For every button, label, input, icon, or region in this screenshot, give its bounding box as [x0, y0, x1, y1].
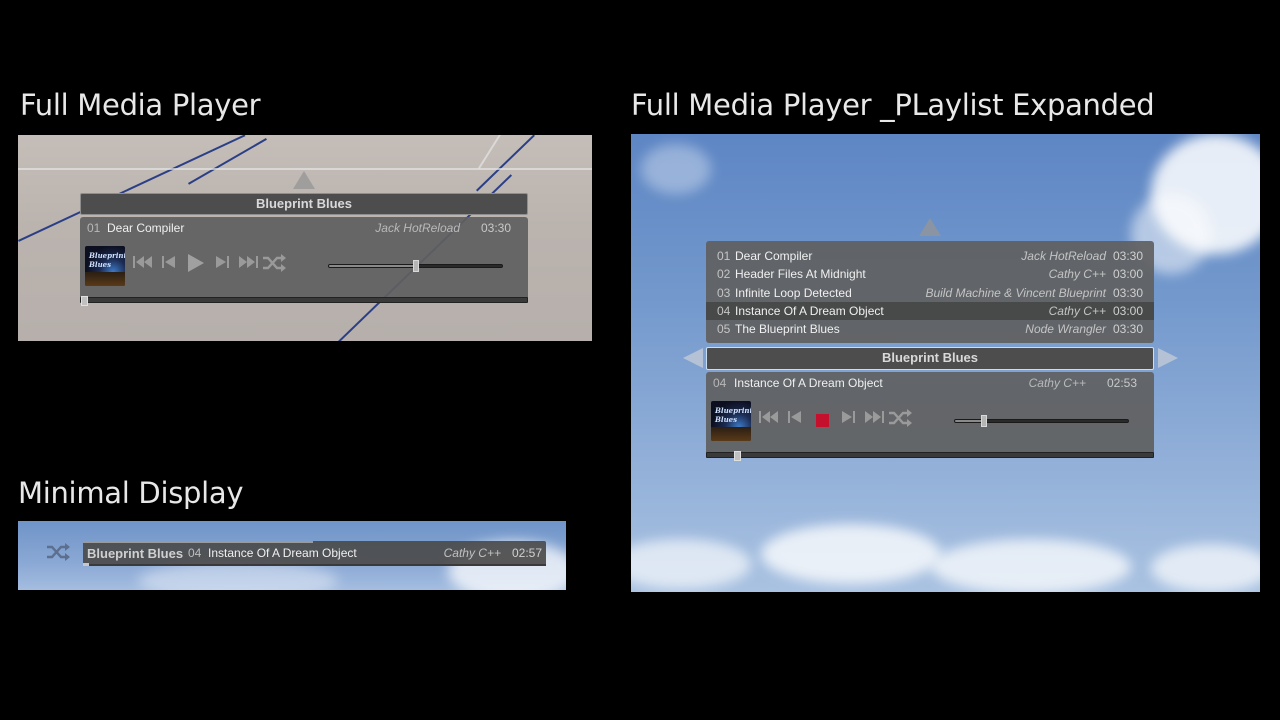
- section-title-expanded-player: Full Media Player _PLaylist Expanded: [631, 88, 1155, 122]
- section-title-full-player: Full Media Player: [20, 88, 261, 122]
- cloud: [641, 144, 711, 194]
- next-album-arrow[interactable]: [1158, 348, 1178, 368]
- track-progress-handle[interactable]: [81, 296, 88, 306]
- shuffle-icon[interactable]: [888, 409, 912, 427]
- album-header[interactable]: Blueprint Blues: [706, 347, 1154, 370]
- track-progress-handle[interactable]: [734, 451, 741, 461]
- collapse-playlist-arrow[interactable]: [919, 218, 941, 236]
- track-number: 04: [713, 376, 727, 390]
- album-art: Blueprint Blues: [711, 401, 751, 441]
- shuffle-icon[interactable]: [262, 254, 286, 272]
- playlist-item[interactable]: 01 Dear Compiler Jack HotReload 03:30: [717, 249, 1143, 263]
- track-time: 02:57: [511, 546, 542, 560]
- floor-line: [476, 135, 535, 192]
- full-player-preview: Blueprint Blues 01 Dear Compiler Jack Ho…: [18, 135, 592, 341]
- track-title: Instance Of A Dream Object: [208, 546, 357, 560]
- next-icon[interactable]: [210, 255, 234, 269]
- playlist-item[interactable]: 03 Infinite Loop Detected Build Machine …: [717, 286, 1143, 300]
- previous-icon[interactable]: [783, 410, 807, 424]
- skip-to-start-icon[interactable]: [757, 410, 781, 424]
- skip-to-end-icon[interactable]: [862, 410, 886, 424]
- playlist-item[interactable]: 02 Header Files At Midnight Cathy C++ 03…: [717, 267, 1143, 281]
- previous-icon[interactable]: [157, 255, 181, 269]
- track-number: 01: [87, 221, 101, 235]
- track-artist: Cathy C++: [443, 546, 501, 560]
- expanded-player-preview: 01 Dear Compiler Jack HotReload 03:30 02…: [631, 134, 1260, 592]
- track-time: 02:53: [1106, 376, 1137, 390]
- cloud: [931, 539, 1131, 592]
- cloud: [1151, 544, 1260, 592]
- volume-slider[interactable]: [328, 260, 503, 272]
- cloud: [631, 539, 751, 589]
- floor-seam: [18, 168, 592, 170]
- track-title: Dear Compiler: [107, 221, 185, 235]
- volume-slider[interactable]: [954, 415, 1129, 427]
- player-body: 01 Dear Compiler Jack HotReload 03:30 Bl…: [80, 217, 528, 303]
- track-number: 04: [188, 546, 202, 560]
- skip-to-start-icon[interactable]: [131, 255, 155, 269]
- track-progress-bar[interactable]: [706, 451, 1154, 461]
- previous-album-arrow[interactable]: [683, 348, 703, 368]
- now-playing-row: 01 Dear Compiler Jack HotReload 03:30: [80, 217, 528, 239]
- album-name: Blueprint Blues: [87, 546, 184, 561]
- playlist-item[interactable]: 05 The Blueprint Blues Node Wrangler 03:…: [717, 322, 1143, 336]
- track-progress-bar[interactable]: [80, 296, 528, 306]
- track-time: 03:30: [480, 221, 511, 235]
- album-header[interactable]: Blueprint Blues: [80, 193, 528, 215]
- playlist: 01 Dear Compiler Jack HotReload 03:30 02…: [706, 241, 1154, 343]
- playlist-item-selected[interactable]: 04 Instance Of A Dream Object Cathy C++ …: [706, 302, 1154, 320]
- volume-slider-handle[interactable]: [981, 415, 987, 427]
- album-art: Blueprint Blues: [85, 246, 125, 286]
- minimal-display-preview: Blueprint Blues 04 Instance Of A Dream O…: [18, 521, 566, 590]
- now-playing-row: 04 Instance Of A Dream Object Cathy C++ …: [706, 372, 1154, 394]
- skip-to-end-icon[interactable]: [236, 255, 260, 269]
- floor-line: [188, 138, 267, 185]
- track-artist: Cathy C++: [1028, 376, 1086, 390]
- next-icon[interactable]: [836, 410, 860, 424]
- player-body: 04 Instance Of A Dream Object Cathy C++ …: [706, 372, 1154, 458]
- play-icon[interactable]: [183, 253, 207, 273]
- track-artist: Jack HotReload: [375, 221, 460, 235]
- expand-playlist-arrow[interactable]: [293, 171, 315, 189]
- stop-icon[interactable]: [816, 414, 829, 427]
- track-title: Instance Of A Dream Object: [734, 376, 883, 390]
- volume-slider-handle[interactable]: [413, 260, 419, 272]
- cloud: [761, 524, 941, 584]
- section-title-minimal-display: Minimal Display: [18, 476, 244, 510]
- shuffle-icon[interactable]: [46, 543, 70, 561]
- floor-seam: [478, 135, 501, 170]
- minimal-now-playing-bar[interactable]: Blueprint Blues 04 Instance Of A Dream O…: [83, 541, 546, 566]
